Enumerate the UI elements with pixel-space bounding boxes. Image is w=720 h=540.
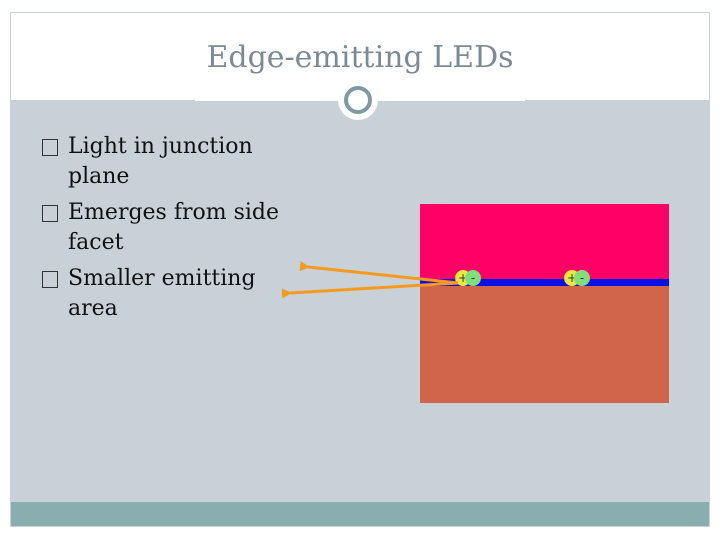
bullet-text: Light in junction plane [68, 134, 253, 189]
carrier-pair: + - [564, 270, 594, 290]
slide-frame [10, 12, 710, 527]
ring-icon [344, 86, 372, 114]
bullet-item: Smaller emitting area [42, 264, 302, 324]
bullet-text: Smaller emitting area [68, 266, 256, 321]
arrow-lower [281, 281, 459, 299]
led-p-layer [420, 204, 669, 279]
bullet-list: Light in junction plane Emerges from sid… [42, 132, 302, 330]
bullet-box-icon [42, 271, 58, 288]
bullet-box-icon [42, 139, 58, 156]
led-junction-layer [420, 279, 669, 286]
electron-minus-icon: - [574, 270, 590, 286]
bullet-item: Light in junction plane [42, 132, 302, 192]
slide-title: Edge-emitting LEDs [206, 40, 514, 75]
bottom-bar [11, 502, 709, 526]
bullet-text: Emerges from side facet [68, 200, 280, 255]
carrier-pair: + - [455, 270, 485, 290]
led-n-layer [420, 286, 669, 403]
bullet-item: Emerges from side facet [42, 198, 302, 258]
circle-emblem-icon [338, 80, 378, 120]
arrow-upper [299, 261, 459, 285]
electron-minus-icon: - [465, 270, 481, 286]
bullet-box-icon [42, 205, 58, 222]
